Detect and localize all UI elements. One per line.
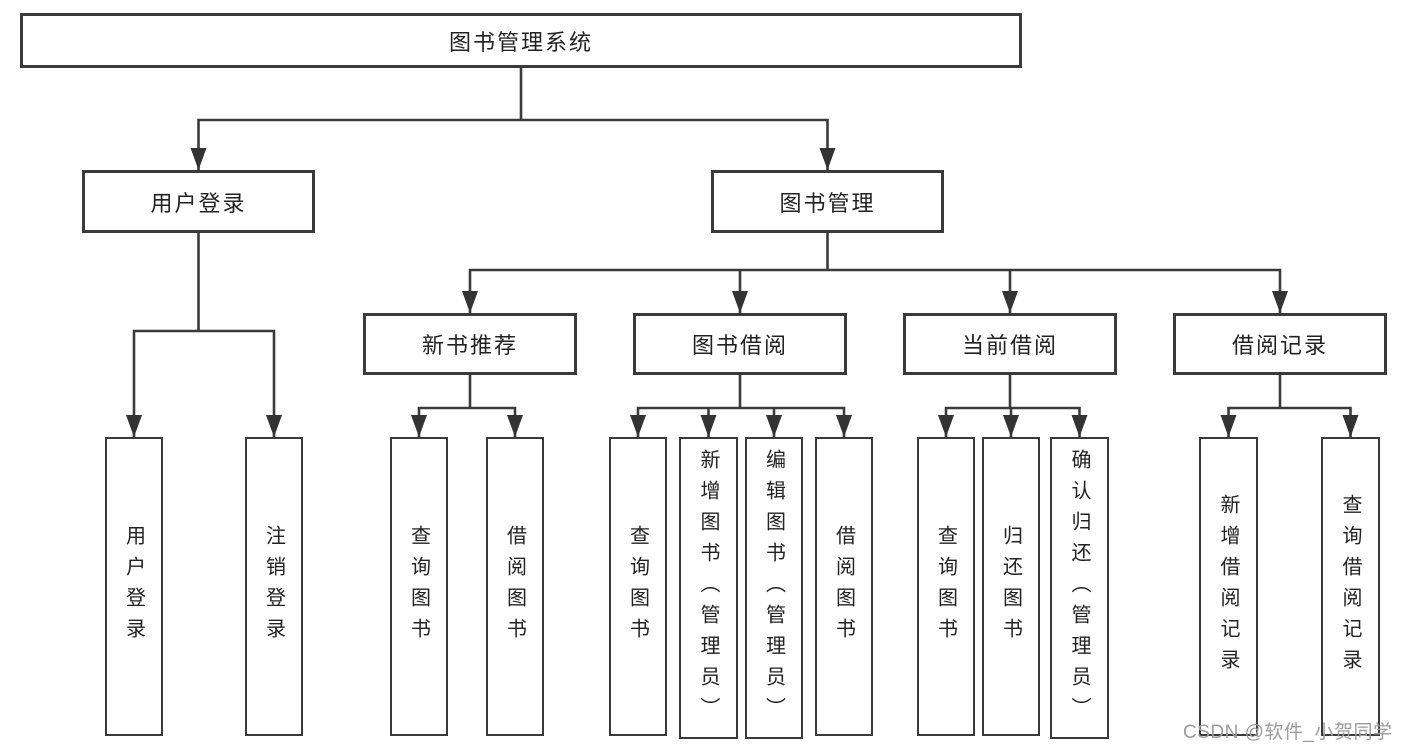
arrowhead-icon [836,415,852,437]
node-new-book-recommendation: 新书推荐 [363,313,577,375]
node-book-management: 图书管理 [711,170,944,233]
node-library-management-system: 图书管理系统 [20,13,1022,68]
arrowhead-icon [1002,291,1018,313]
leaf-borrow-books: 借阅图书 [815,437,873,736]
leaf-return-books: 归还图书 [982,437,1040,736]
arrowhead-icon [700,415,717,437]
leaf-edit-books-admin: 编辑图书（管理员） [745,437,803,739]
leaf-borrow-books-recommend: 借阅图书 [486,437,544,736]
leaf-user-login: 用户登录 [105,437,163,736]
leaf-confirm-return-admin: 确认归还（管理员） [1050,437,1109,739]
arrowhead-icon [1220,415,1237,437]
arrowhead-icon [190,148,207,170]
node-current-borrowing: 当前借阅 [903,313,1117,375]
arrowhead-icon [1342,415,1359,437]
leaf-query-books-recommend: 查询图书 [390,437,448,736]
watermark-text: CSDN @软件_小贺同学 [1183,722,1393,743]
leaf-query-books-current: 查询图书 [917,437,975,736]
arrowhead-icon [1003,415,1019,437]
arrowhead-icon [819,148,836,170]
leaf-add-borrow-record: 新增借阅记录 [1199,437,1258,736]
arrowhead-icon [1272,291,1288,313]
node-user-login: 用户登录 [82,170,315,233]
leaf-add-books-admin: 新增图书（管理员） [679,437,738,739]
arrowhead-icon [732,291,748,313]
node-borrowing-records: 借阅记录 [1173,313,1387,375]
arrowhead-icon [630,415,646,437]
arrowhead-icon [938,415,954,437]
leaf-logout-login: 注销登录 [245,437,303,736]
arrowhead-icon [507,415,523,437]
arrowhead-icon [1071,415,1088,437]
arrowhead-icon [411,415,427,437]
node-book-borrowing: 图书借阅 [633,313,847,375]
leaf-query-borrow-record: 查询借阅记录 [1321,437,1380,736]
leaf-query-books-borrowing: 查询图书 [609,437,667,736]
arrowhead-icon [126,415,142,437]
arrowhead-icon [462,291,478,313]
arrowhead-icon [766,415,782,437]
arrowhead-icon [266,415,282,437]
